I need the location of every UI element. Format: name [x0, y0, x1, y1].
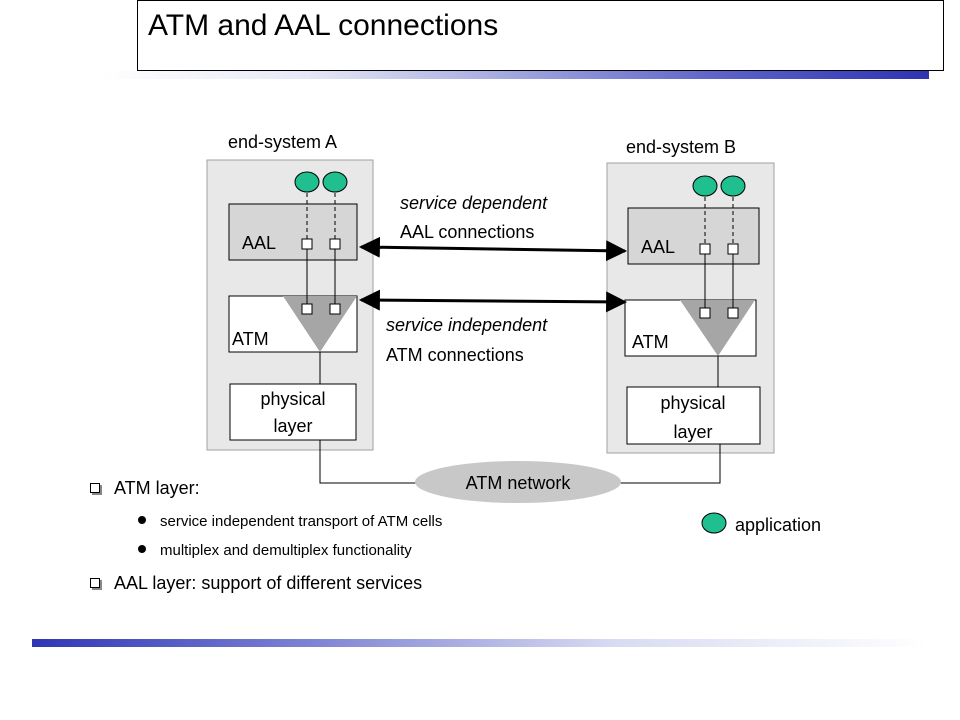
application-b2 — [720, 175, 746, 197]
aal-b-sap-1 — [699, 243, 711, 255]
aal-connection-label-2: AAL connections — [400, 222, 534, 242]
top-accent-bar — [100, 71, 929, 79]
aal-b-box — [627, 207, 760, 265]
checkbox-bullet-icon — [90, 483, 100, 493]
aal-connection-label-1: service dependent — [400, 193, 548, 213]
atm-a-sap-1 — [301, 303, 313, 315]
atm-a-label: ATM — [232, 329, 269, 349]
application-b1 — [692, 175, 718, 197]
physical-layer-a-box — [229, 383, 357, 441]
atm-b-sap-1 — [699, 307, 711, 319]
end-system-b-label: end-system B — [626, 137, 736, 157]
page-title: ATM and AAL connections — [148, 9, 499, 42]
aal-a-sap-1 — [301, 238, 313, 250]
bullet-atm-layer-text: ATM layer: — [114, 478, 200, 498]
atm-connection-label-1: service independent — [386, 315, 548, 335]
physical-b-label-1: physical — [660, 393, 725, 413]
dot-bullet-icon — [138, 545, 146, 553]
bullet-atm-layer: ATM layer: — [90, 478, 200, 499]
atm-connection-arrow — [358, 289, 628, 313]
physical-a-label-2: layer — [273, 416, 312, 436]
bullet-atm-item-1: service independent transport of ATM cel… — [138, 513, 442, 530]
bullet-atm-item-1-text: service independent transport of ATM cel… — [160, 513, 443, 530]
bullet-aal-layer-text: AAL layer: support of different services — [114, 573, 423, 593]
physical-a-label-1: physical — [260, 389, 325, 409]
aal-a-sap-2 — [329, 238, 341, 250]
legend-application-icon — [701, 512, 727, 534]
bullet-atm-item-2: multiplex and demultiplex functionality — [138, 542, 412, 559]
aal-a-box — [228, 203, 358, 261]
dot-bullet-icon — [138, 516, 146, 524]
aal-b-label: AAL — [641, 237, 675, 257]
atm-network-label: ATM network — [466, 473, 572, 493]
atm-connection-label-2: ATM connections — [386, 345, 524, 365]
bullet-aal-layer: AAL layer: support of different services — [90, 573, 422, 594]
atm-b-label: ATM — [632, 332, 669, 352]
legend-application-label: application — [735, 515, 821, 535]
bullet-atm-item-2-text: multiplex and demultiplex functionality — [160, 542, 412, 559]
application-a2 — [322, 171, 348, 193]
end-system-a-label: end-system A — [228, 132, 337, 152]
atm-b-sap-2 — [727, 307, 739, 319]
aal-b-sap-2 — [727, 243, 739, 255]
atm-network-cloud — [415, 461, 621, 503]
aal-connection-arrow — [358, 236, 628, 262]
physical-layer-b-box — [626, 386, 761, 445]
aal-a-label: AAL — [242, 233, 276, 253]
atm-a-sap-2 — [329, 303, 341, 315]
bottom-accent-bar — [32, 639, 928, 647]
checkbox-bullet-icon — [90, 578, 100, 588]
physical-b-label-2: layer — [673, 422, 712, 442]
title-box: ATM and AAL connections — [137, 0, 944, 71]
application-a1 — [294, 171, 320, 193]
